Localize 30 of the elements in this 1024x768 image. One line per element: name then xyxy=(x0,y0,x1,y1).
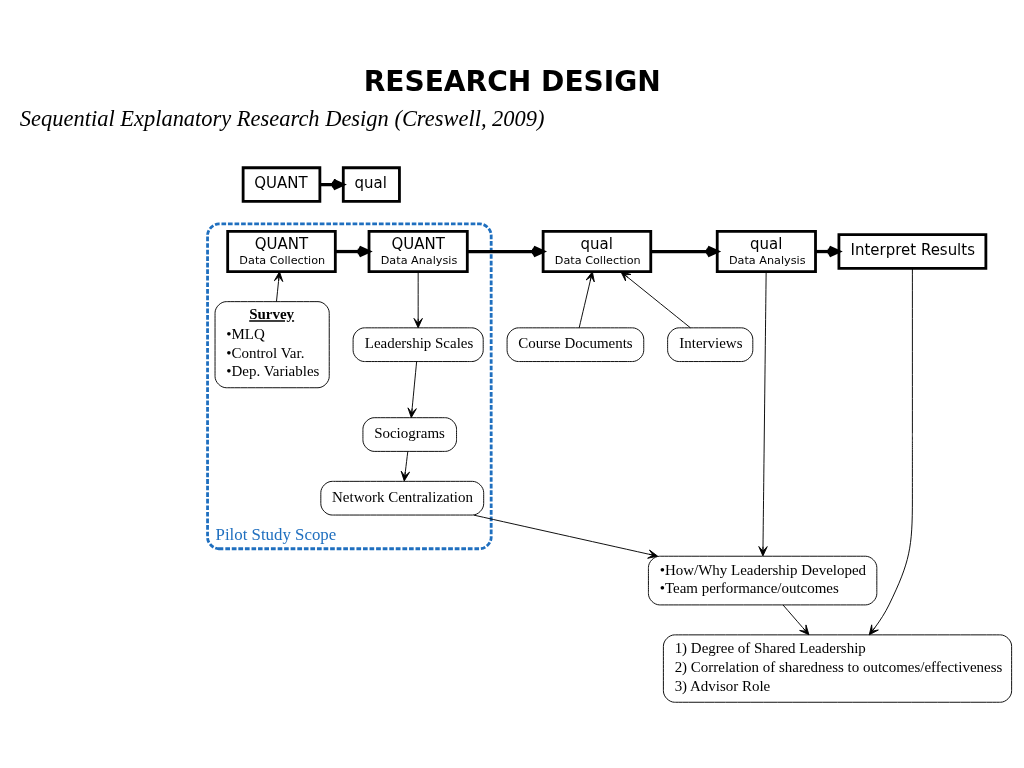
node-box: QUANT xyxy=(241,166,322,203)
node-box: QUANT Data Collection xyxy=(226,230,337,274)
node-box: Interviews xyxy=(667,327,754,362)
arrow xyxy=(413,271,423,329)
node-box: QUANT Data Analysis xyxy=(367,230,469,274)
arrow xyxy=(473,514,659,559)
arrow xyxy=(620,271,691,329)
arrow xyxy=(758,271,768,557)
node-box: qual Data Analysis xyxy=(715,230,817,274)
node-box: •How/Why Leadership Developed •Team performance/outcomes xyxy=(647,555,878,606)
arrow xyxy=(650,245,719,258)
node-box: qual Data Collection xyxy=(541,230,653,274)
node-box: Network Centralization xyxy=(320,480,485,516)
arrow xyxy=(782,604,810,636)
node-box: Course Documents xyxy=(506,327,645,362)
node-box: Survey •MLQ •Control Var. •Dep. Variables xyxy=(214,301,330,389)
arrow xyxy=(868,268,913,636)
node-box: Sociograms xyxy=(362,417,457,452)
arrow xyxy=(400,451,410,482)
diagram-title: RESEARCH DESIGN xyxy=(363,65,661,99)
arrow xyxy=(578,271,595,329)
node-box: 1) Degree of Shared Leadership 2) Correlation of sharedness to outcomes/effectiveness 3) Advisor Role xyxy=(662,634,1013,703)
label: Sequential Explanatory Research Design (Creswell, 2009) xyxy=(19,105,545,131)
arrow xyxy=(273,271,284,302)
arrow xyxy=(467,245,545,258)
node-box: Leadership Scales xyxy=(352,327,484,362)
arrow xyxy=(335,245,371,258)
node-box: qual xyxy=(341,166,401,203)
node-box: Interpret Results xyxy=(837,233,988,270)
arrow xyxy=(407,361,418,419)
